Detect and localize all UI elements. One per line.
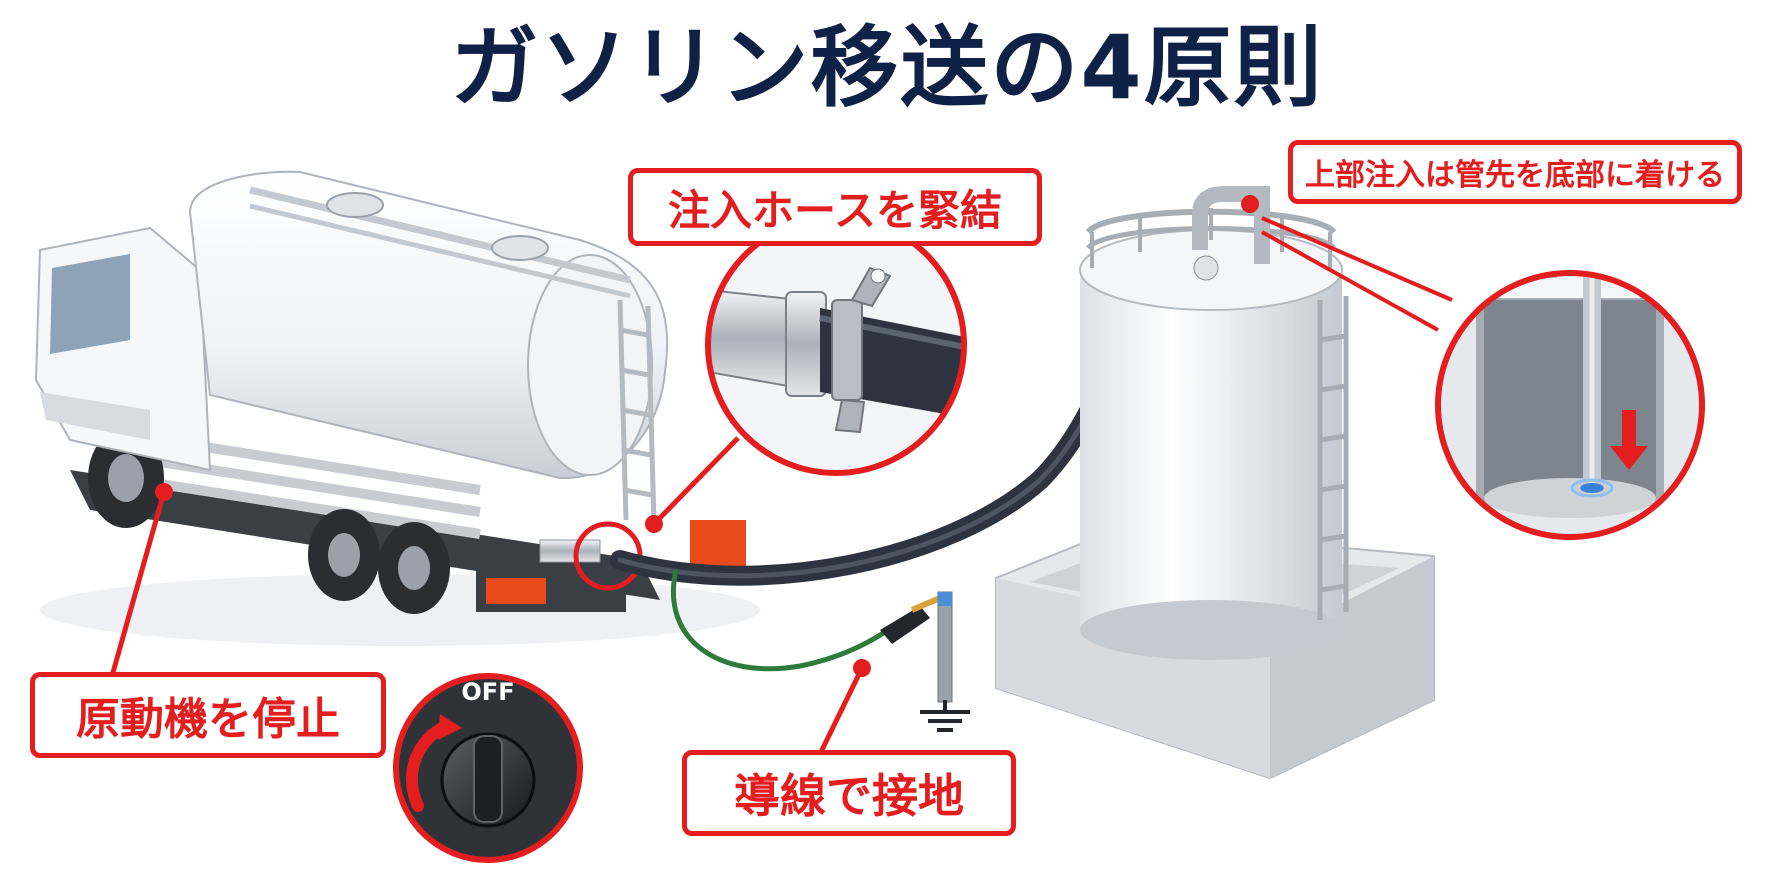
page-title: ガソリン移送の4原則 [450, 16, 1324, 119]
callout-top-loading-text: 上部注入は管先を底部に着ける [1305, 158, 1725, 193]
ignition-switch-zoom-icon [393, 673, 583, 863]
callout-top-loading: 上部注入は管先を底部に着ける [1288, 140, 1742, 204]
callout-engine-stop-text: 原動機を停止 [76, 694, 340, 745]
switch-off-label: OFF [461, 678, 515, 706]
grounding-clip-icon [670, 569, 942, 672]
callout-grounding: 導線で接地 [682, 750, 1016, 836]
down-arrow-icon [1610, 410, 1648, 470]
ground-rod [937, 591, 953, 703]
hose-coupling-zoom-icon [705, 214, 967, 476]
callout-hose-coupling-text: 注入ホースを緊結 [668, 185, 1002, 235]
tanker-truck-icon [34, 170, 760, 646]
tank-interior-zoom-icon [1435, 270, 1705, 540]
callout-hose-coupling: 注入ホースを緊結 [628, 168, 1042, 246]
ground-symbol-icon [920, 700, 970, 732]
storage-tank-icon [995, 186, 1435, 780]
callout-grounding-text: 導線で接地 [734, 769, 964, 823]
callout-engine-stop: 原動機を停止 [30, 672, 386, 758]
